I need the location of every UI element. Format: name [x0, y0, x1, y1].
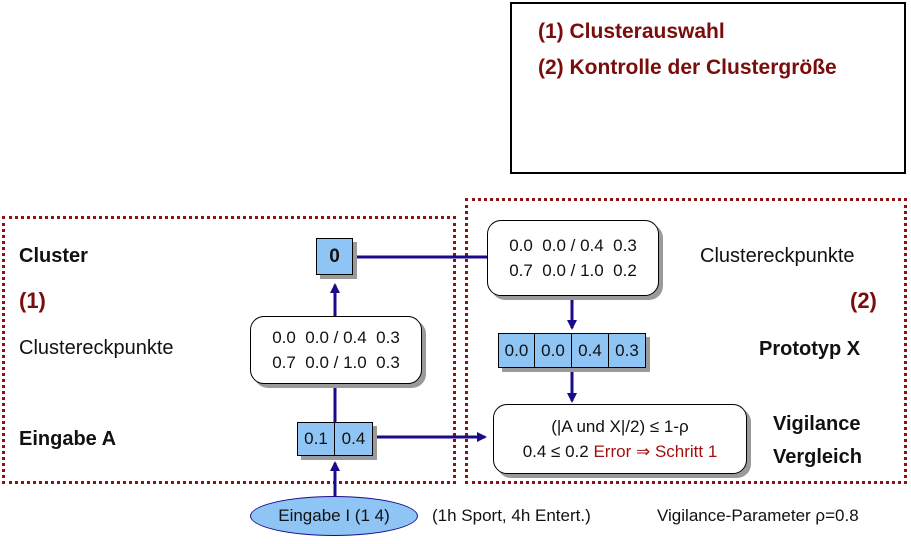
vigilance-parameter: Vigilance-Parameter ρ=0.8	[657, 506, 859, 525]
prototype-label: Prototyp X	[759, 338, 861, 360]
input-a-cell: 0.1	[297, 422, 335, 456]
cluster-value-cell: 0	[316, 238, 353, 275]
input-i-ellipse: Eingabe I (1 4)	[250, 496, 418, 536]
input-a-label: Eingabe A	[19, 428, 117, 450]
input-a-cell: 0.4	[335, 422, 373, 456]
vigilance-box: (|A und X|/2) ≤ 1-ρ 0.4 ≤ 0.2 Error ⇒ Sc…	[493, 404, 747, 474]
input-note: (1h Sport, 4h Entert.)	[432, 506, 591, 525]
prototype-cell: 0.0	[535, 333, 572, 368]
legend-box: (1) Clusterauswahl (2) Kontrolle der Clu…	[510, 2, 906, 174]
legend-line-2: (2) Kontrolle der Clustergröße	[538, 56, 837, 79]
cluster-value: 0	[316, 238, 353, 275]
left-corners-label: Clustereckpunkte	[19, 337, 174, 359]
implies-arrow-icon: ⇒	[631, 442, 655, 461]
left-corners-line-2: 0.7 0.0 / 1.0 0.3	[272, 353, 400, 372]
left-corners-box: 0.0 0.0 / 0.4 0.3 0.7 0.0 / 1.0 0.3	[250, 316, 422, 384]
vigilance-formula: (|A und X|/2) ≤ 1-ρ	[551, 417, 689, 436]
left-corners-line-1: 0.0 0.0 / 0.4 0.3	[272, 328, 400, 347]
region-cluster-selection	[2, 216, 456, 484]
input-a-cells: 0.1 0.4	[297, 422, 373, 456]
prototype-cell: 0.0	[498, 333, 535, 368]
vigilance-label-1: Vigilance	[773, 413, 861, 435]
step-number-1: (1)	[19, 288, 46, 313]
right-corners-line-2: 0.7 0.0 / 1.0 0.2	[509, 261, 637, 280]
prototype-cell: 0.4	[572, 333, 609, 368]
right-corners-line-1: 0.0 0.0 / 0.4 0.3	[509, 236, 637, 255]
step-number-2: (2)	[850, 288, 877, 313]
right-corners-label: Clustereckpunkte	[700, 245, 855, 267]
vigilance-error: Error	[593, 442, 632, 461]
vigilance-result: 0.4 ≤ 0.2 Error ⇒ Schritt 1	[494, 439, 746, 464]
prototype-cells: 0.0 0.0 0.4 0.3	[498, 333, 646, 368]
right-corners-box: 0.0 0.0 / 0.4 0.3 0.7 0.0 / 1.0 0.2	[487, 220, 659, 296]
prototype-cell: 0.3	[609, 333, 646, 368]
vigilance-result-start: 0.4 ≤ 0.2	[522, 442, 594, 461]
vigilance-result-end: Schritt 1	[654, 442, 718, 461]
region-cluster-size-check	[465, 198, 907, 484]
legend-line-1: (1) Clusterauswahl	[538, 20, 725, 43]
vigilance-label-2: Vergleich	[773, 446, 862, 468]
cluster-label: Cluster	[19, 245, 88, 267]
